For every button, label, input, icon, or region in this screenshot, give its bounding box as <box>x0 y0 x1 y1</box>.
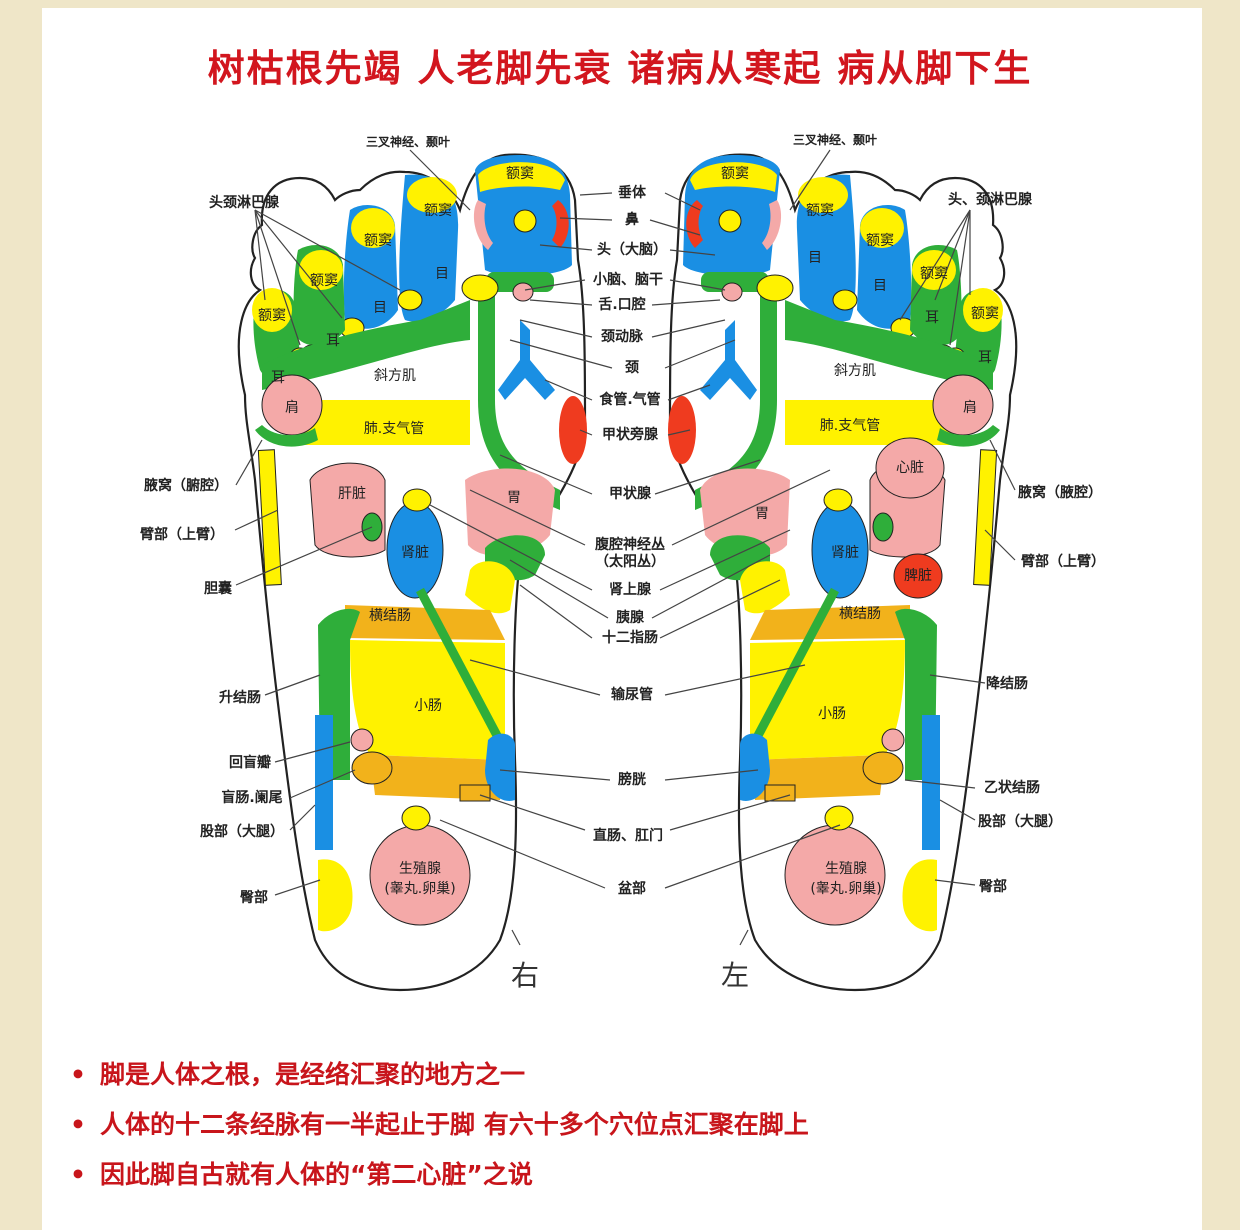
descending-colon-label: 降结肠 <box>986 675 1028 692</box>
lymph-label: 头颈淋巴腺 <box>209 194 280 211</box>
sinus-label: 额窦 <box>258 308 286 324</box>
ascending-colon-label: 升结肠 <box>219 689 261 706</box>
eye-label: 目 <box>808 250 822 266</box>
gonad-detail-label: (睾丸.卵巢) <box>384 881 455 897</box>
bullet-text: 人体的十二条经脉有一半起止于脚 有六十多个穴位点汇聚在脚上 <box>100 1110 809 1139</box>
eye-label: 目 <box>873 278 887 294</box>
gonad-label: 生殖腺 <box>825 860 867 877</box>
cerebellum-label: 小脑、脑干 <box>593 271 663 288</box>
ear-label: 耳 <box>978 350 992 366</box>
kidney-label: 肾脏 <box>831 545 859 561</box>
celiac-plexus-label: 腹腔神经丛 <box>595 536 665 553</box>
bullet-item: •人体的十二条经脉有一半起止于脚 有六十多个穴位点汇聚在脚上 <box>70 1105 809 1141</box>
shoulder-label: 肩 <box>285 400 299 416</box>
esophagus-label: 食管.气管 <box>599 391 660 408</box>
ear-label: 耳 <box>271 370 285 386</box>
carotid-label: 颈动脉 <box>600 328 644 345</box>
sinus-label: 额窦 <box>866 233 894 249</box>
ear-label: 耳 <box>925 310 939 326</box>
trapezius-label: 斜方肌 <box>834 363 876 379</box>
eye-label: 目 <box>373 300 387 316</box>
ureter-label: 输尿管 <box>611 686 653 703</box>
small-intestine-label: 小肠 <box>818 706 846 722</box>
upper-arm-label: 臂部（上臂） <box>1021 553 1105 570</box>
armpit-label: 腋窝（腑腔） <box>144 477 228 494</box>
bullet-item: •因此脚自古就有人体的“第二心脏”之说 <box>70 1155 533 1191</box>
sinus-label: 额窦 <box>364 233 392 249</box>
trapezius-label: 斜方肌 <box>374 368 416 384</box>
upper-arm-label: 臂部（上臂） <box>140 526 224 543</box>
liver-label: 肝脏 <box>338 486 366 502</box>
pituitary-label: 垂体 <box>618 184 647 201</box>
parathyroid-label: 甲状旁腺 <box>602 426 659 443</box>
right-foot-caption: 右 <box>511 959 539 992</box>
sinus-label: 额窦 <box>721 166 749 182</box>
lung-label: 肺.支气管 <box>364 421 424 437</box>
brain-label: 头（大脑） <box>597 241 667 258</box>
eye-label: 目 <box>435 266 449 282</box>
buttock-label: 臀部 <box>240 889 268 906</box>
nose-label: 鼻 <box>625 211 639 228</box>
tongue-label: 舌.口腔 <box>598 296 645 313</box>
thigh-label: 股部（大腿） <box>978 813 1062 830</box>
rectum-label: 直肠、肛门 <box>593 827 663 844</box>
sinus-label: 额窦 <box>971 306 999 322</box>
buttock-label: 臀部 <box>979 878 1007 895</box>
heart-label: 心脏 <box>896 460 924 476</box>
trigeminal-label: 三叉神经、颞叶 <box>793 132 877 147</box>
lymph-label: 头、颈淋巴腺 <box>948 191 1033 208</box>
sinus-label: 额窦 <box>310 273 338 289</box>
stomach-label: 胃 <box>755 506 769 522</box>
ileocecal-label: 回盲瓣 <box>229 754 271 771</box>
neck-label: 颈 <box>624 360 639 376</box>
sinus-label: 额窦 <box>424 203 452 219</box>
left-foot-caption: 左 <box>721 959 749 992</box>
stomach-label: 胃 <box>507 490 521 506</box>
transverse-colon-label: 横结肠 <box>839 606 881 622</box>
sinus-label: 额窦 <box>920 266 948 282</box>
bullet-text: 因此脚自古就有人体的“第二心脏”之说 <box>100 1160 533 1189</box>
pelvis-label: 盆部 <box>617 880 646 897</box>
pancreas-label: 胰腺 <box>616 609 645 626</box>
thigh-label: 股部（大腿） <box>200 823 284 840</box>
solar-plexus-label: （太阳丛） <box>595 553 665 570</box>
spleen-label: 脾脏 <box>904 568 932 584</box>
adrenal-label: 肾上腺 <box>609 581 652 598</box>
gonad-label: 生殖腺 <box>399 860 441 877</box>
bullet-item: •脚是人体之根，是经络汇聚的地方之一 <box>70 1055 525 1091</box>
sinus-label: 额窦 <box>506 166 534 182</box>
lung-label: 肺.支气管 <box>820 418 880 434</box>
ear-label: 耳 <box>326 333 340 349</box>
armpit-label: 腋窝（腋腔） <box>1018 484 1102 501</box>
gonad-detail-label: (睾丸.卵巢) <box>810 881 881 897</box>
bullet-text: 脚是人体之根，是经络汇聚的地方之一 <box>100 1060 525 1089</box>
small-intestine-label: 小肠 <box>414 698 442 714</box>
thyroid-label: 甲状腺 <box>609 485 652 502</box>
sinus-label: 额窦 <box>806 203 834 219</box>
shoulder-label: 肩 <box>963 400 977 416</box>
sigmoid-colon-label: 乙状结肠 <box>984 779 1040 796</box>
appendix-label: 盲肠.阑尾 <box>221 789 282 806</box>
duodenum-label: 十二指肠 <box>602 629 658 646</box>
transverse-colon-label: 横结肠 <box>369 608 411 624</box>
trigeminal-label: 三叉神经、颞叶 <box>366 134 450 149</box>
gallbladder-label: 胆囊 <box>204 580 233 597</box>
bladder-label: 膀胱 <box>617 771 646 788</box>
kidney-label: 肾脏 <box>401 545 429 561</box>
